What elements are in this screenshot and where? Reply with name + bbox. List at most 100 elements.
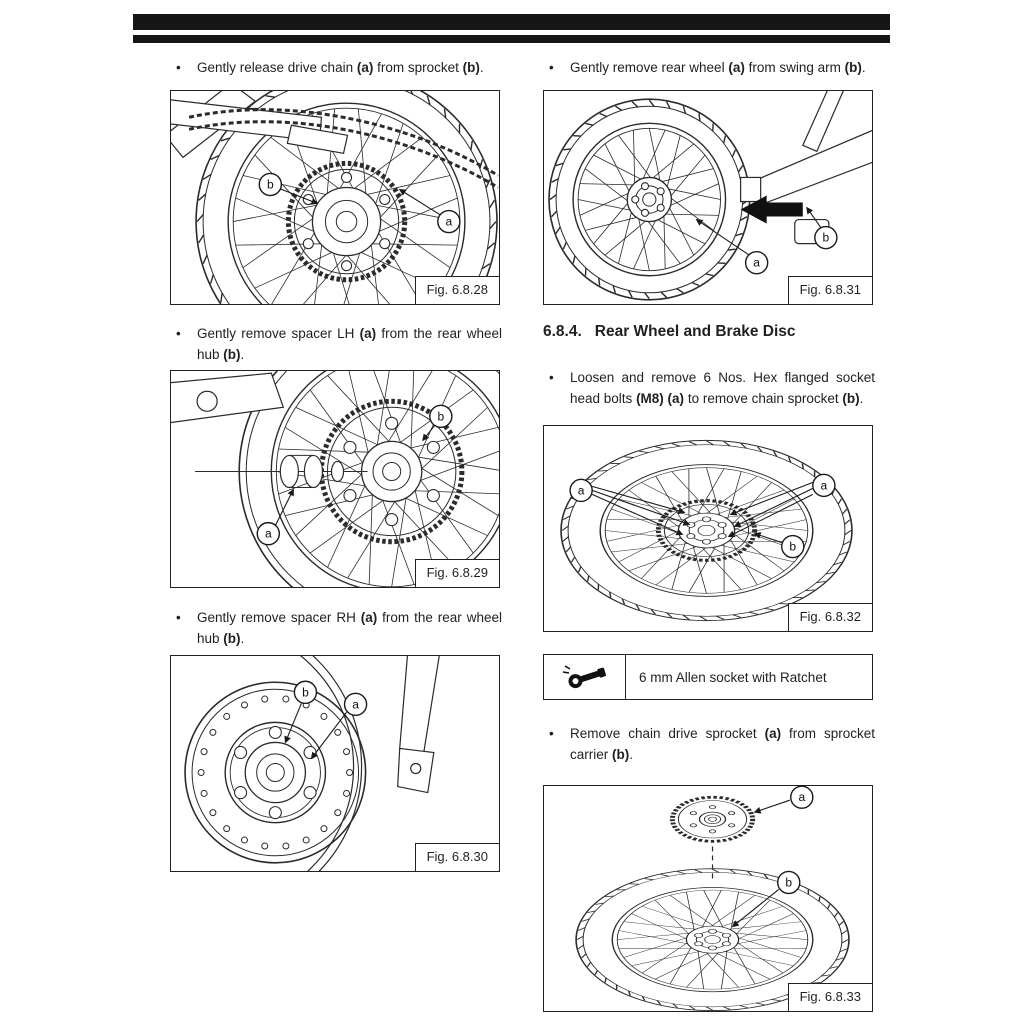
text-segment: Gently release drive chain [197, 60, 357, 75]
text-segment: to remove chain sprocket [684, 390, 843, 406]
svg-text:a: a [352, 697, 359, 711]
svg-text:b: b [302, 685, 309, 699]
figure-caption: Fig. 6.8.28 [414, 276, 499, 304]
text-segment: Loosen and remove 6 Nos. Hex flanged soc… [570, 370, 875, 406]
svg-text:a: a [578, 483, 585, 497]
callout-b: b [293, 680, 318, 705]
callout-b: b [777, 870, 801, 895]
figure-caption: Fig. 6.8.30 [414, 843, 499, 871]
text-segment-bold: (a) [764, 726, 782, 741]
washer-shape [330, 460, 345, 483]
svg-text:a: a [821, 478, 828, 492]
fig-6-8-31-illustration: a b [548, 91, 872, 301]
step-remove-chain-sprocket: • Remove chain drive sprocket (a) from s… [543, 724, 875, 766]
adjuster-block-shape [739, 176, 762, 203]
text-segment: . [629, 746, 634, 762]
step-remove-spacer-rh: • Gently remove spacer RH (a) from the r… [170, 608, 502, 650]
figure-caption: Fig. 6.8.31 [787, 276, 872, 304]
callout-a: a [790, 786, 814, 809]
svg-text:a: a [446, 215, 453, 229]
svg-text:a: a [265, 527, 272, 541]
caliper-bolt-shape [410, 762, 422, 775]
fig-6-8-28-illustration: b a [171, 91, 499, 304]
shock-shape [801, 91, 844, 153]
figure-6-8-32: a a b Fig. 6.8.32 [543, 425, 873, 632]
text-segment-bold: (a) [359, 326, 377, 341]
step-remove-rear-wheel: • Gently remove rear wheel (a) from swin… [543, 58, 875, 79]
header-rule-bottom [133, 35, 890, 43]
figure-caption: Fig. 6.8.32 [787, 603, 872, 631]
figure-6-8-28: b a Fig. 6.8.28 [170, 90, 500, 305]
text-segment-bold: (b) [842, 390, 860, 406]
text-segment: Gently remove spacer LH [197, 326, 360, 341]
figure-6-8-31: a b Fig. 6.8.31 [543, 90, 873, 305]
text-segment: from the rear wheel hub [197, 326, 502, 362]
text-segment-bold: (a) [728, 60, 745, 75]
svg-text:a: a [798, 790, 805, 804]
sprocket-illustration [669, 795, 756, 843]
bullet-marker: • [176, 326, 181, 341]
callout-b: b [429, 404, 453, 429]
step-text: Gently remove rear wheel (a) from swing … [570, 58, 875, 79]
fig-6-8-32-illustration: a a b [560, 439, 853, 622]
brake-disc-illustration [184, 681, 367, 864]
step-remove-spacer-lh: • Gently remove spacer LH (a) from the r… [170, 324, 502, 366]
fork-shape [399, 656, 440, 754]
section-number: 6.8.4. [543, 323, 582, 340]
callout-a: a [343, 692, 368, 717]
tire-arc [299, 656, 355, 871]
text-segment: Remove chain drive sprocket [570, 726, 765, 741]
spacer-shape [279, 454, 299, 489]
text-segment: Gently remove spacer RH [197, 610, 361, 625]
wheel-illustration [548, 98, 751, 301]
text-segment-bold: (b) [223, 630, 241, 646]
step-release-drive-chain: • Gently release drive chain (a) from sp… [170, 58, 502, 79]
text-segment-bold: (b) [462, 60, 480, 75]
step-loosen-bolts: • Loosen and remove 6 Nos. Hex flanged s… [543, 368, 875, 410]
wheel-illustration [560, 439, 853, 622]
bullet-marker: • [176, 610, 181, 625]
text-segment-bold: (a) [360, 610, 378, 625]
step-text: Gently remove spacer LH (a) from the rea… [197, 324, 502, 366]
figure-6-8-33: a b Fig. 6.8.33 [543, 785, 873, 1012]
svg-text:b: b [823, 231, 830, 245]
text-segment: Gently remove rear wheel [570, 60, 729, 75]
tool-note-text: 6 mm Allen socket with Ratchet [639, 669, 827, 685]
text-segment-bold: (b) [223, 346, 241, 362]
drive-chain-shape [188, 108, 499, 177]
text-segment: from the rear wheel hub [197, 610, 502, 646]
text-segment: from swing arm [744, 60, 845, 75]
bullet-marker: • [176, 60, 181, 75]
callout-a: a [256, 521, 281, 546]
tool-icon-cell [544, 655, 626, 699]
text-segment: . [859, 390, 864, 406]
removal-direction-arrow [740, 195, 803, 224]
callout-a: a [744, 250, 769, 275]
callout-b: b [814, 225, 838, 250]
callout-b: b [781, 534, 805, 559]
tire-arc [312, 656, 363, 871]
tool-note: 6 mm Allen socket with Ratchet [543, 654, 873, 700]
callout-a-right: a [812, 473, 836, 498]
bullet-marker: • [549, 370, 554, 385]
step-text: Gently remove spacer RH (a) from the rea… [197, 608, 502, 650]
callout-a: a [437, 209, 461, 234]
text-segment-bold: (M8) (a) [636, 390, 685, 406]
section-title: Rear Wheel and Brake Disc [594, 323, 796, 340]
fig-6-8-30-illustration: b a [184, 656, 440, 871]
section-heading: 6.8.4. Rear Wheel and Brake Disc [543, 323, 796, 341]
svg-text:b: b [267, 177, 274, 191]
text-segment: from sprocket [373, 60, 463, 75]
pivot-shape [196, 390, 218, 412]
fig-6-8-29-illustration: a b [171, 371, 499, 587]
bullet-marker: • [549, 726, 554, 741]
step-text: Remove chain drive sprocket (a) from spr… [570, 724, 875, 766]
adjuster-block-shape [286, 124, 349, 155]
text-segment: . [861, 60, 866, 75]
drive-chain-shape [188, 120, 499, 189]
bullet-marker: • [549, 60, 554, 75]
ratchet-wrench-icon [562, 665, 606, 689]
text-segment: . [240, 346, 245, 362]
svg-text:b: b [785, 875, 792, 889]
header-rule-top [133, 14, 890, 30]
